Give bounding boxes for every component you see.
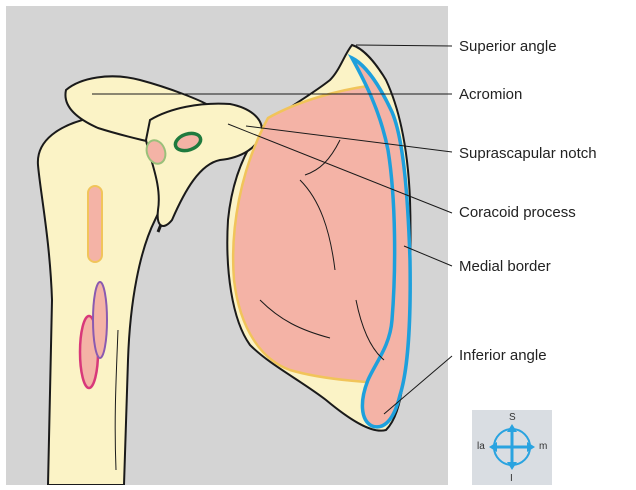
label-coracoid-process: Coracoid process [459,205,576,220]
compass-label-inferior: I [510,474,513,484]
label-acromion: Acromion [459,87,522,102]
compass-label-medial: m [539,442,547,452]
compass-label-superior: S [509,413,516,423]
label-superior-angle: Superior angle [459,39,557,54]
humerus-attachment-upper [88,186,102,262]
label-inferior-angle: Inferior angle [459,348,547,363]
humerus-attachment-purple [93,282,107,358]
label-suprascapular-notch: Suprascapular notch [459,146,597,161]
label-medial-border: Medial border [459,259,551,274]
compass-label-lateral: la [477,442,485,452]
